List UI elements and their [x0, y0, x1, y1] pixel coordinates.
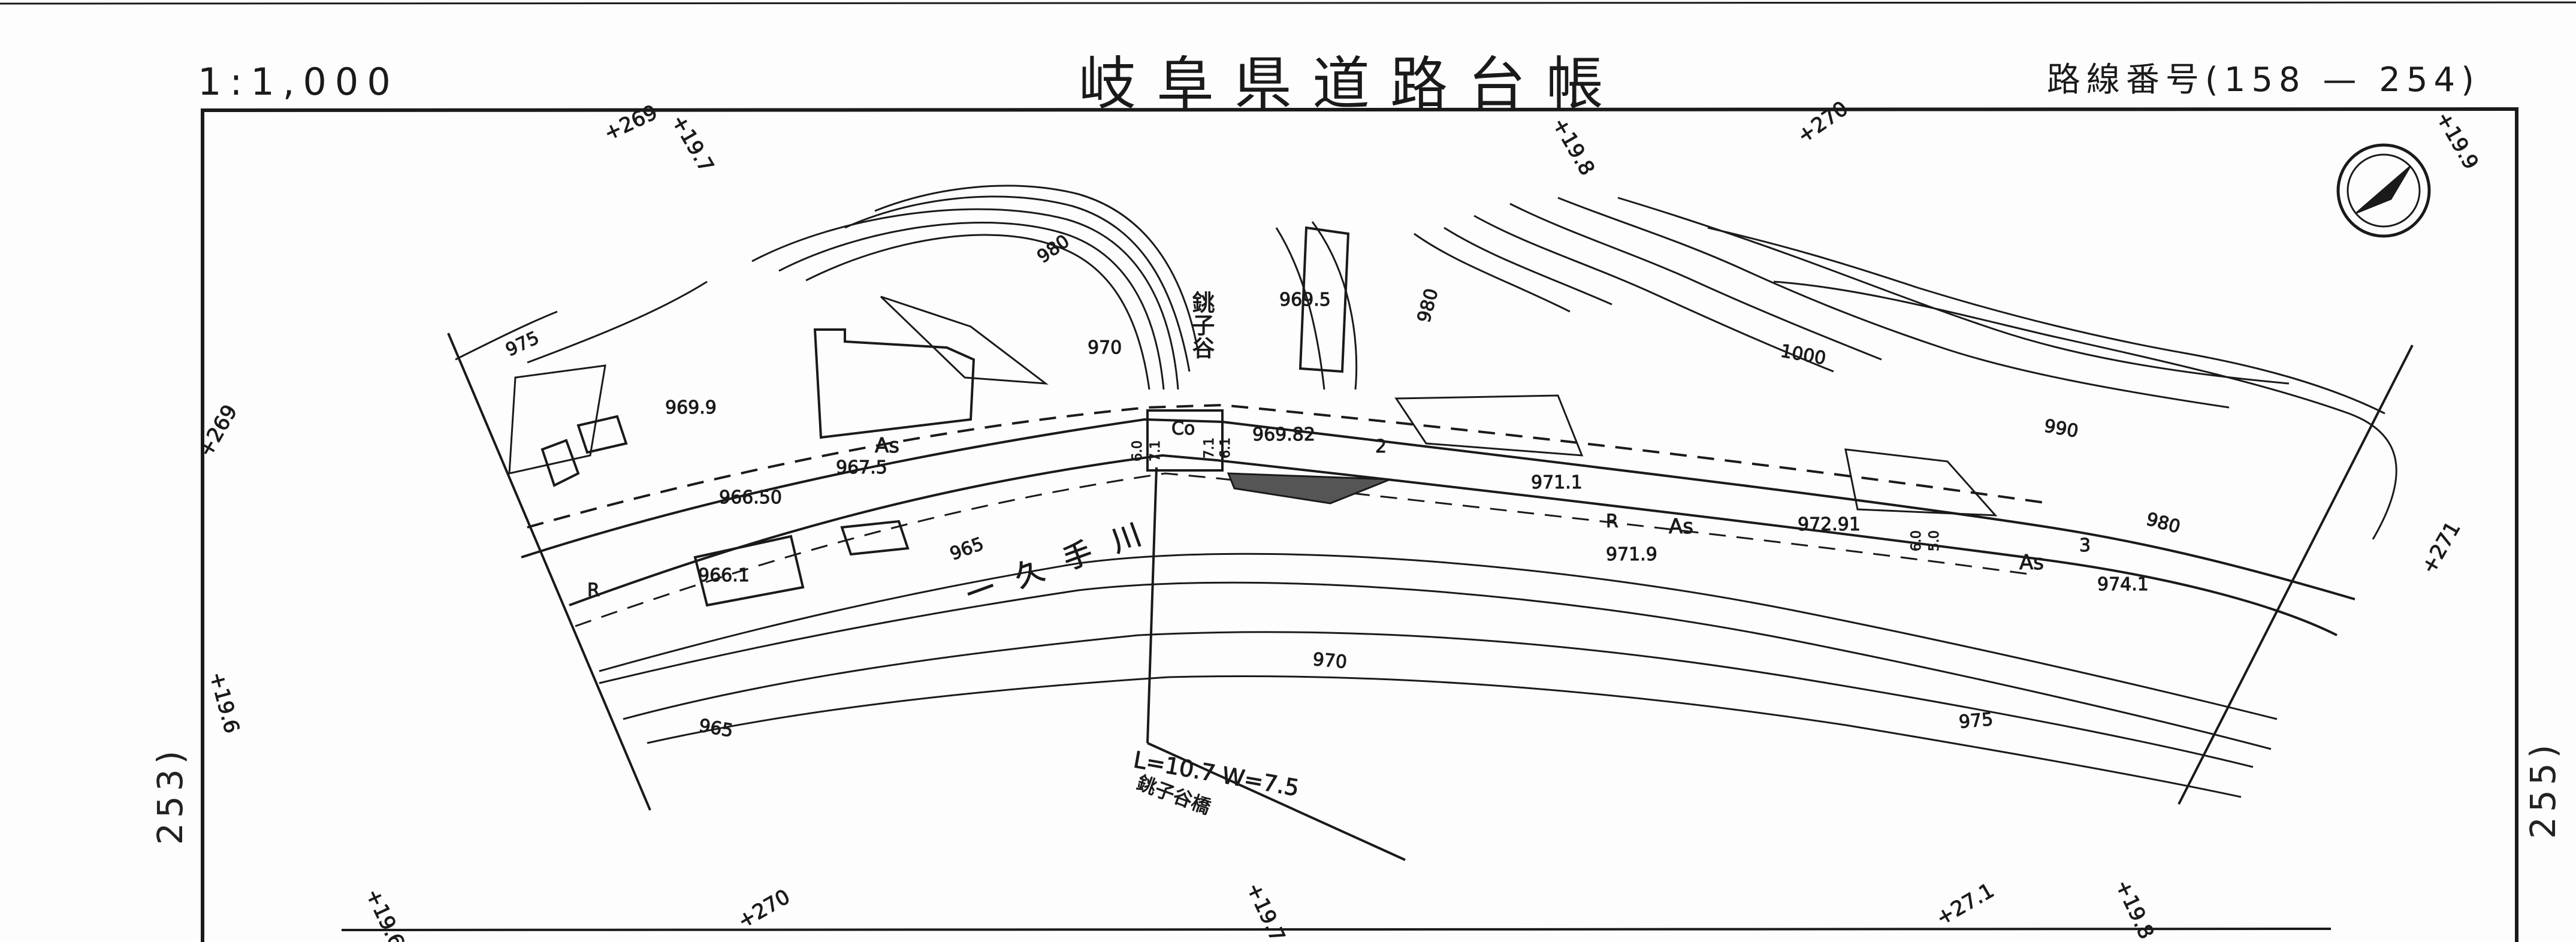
road-number: 3: [2079, 535, 2091, 556]
road-number: 7.1: [1202, 437, 1217, 458]
top-rule: [0, 1, 2576, 5]
spot-height: 969.9: [665, 397, 717, 418]
station-label: +27.1: [1932, 878, 1998, 931]
station-label: +19.8: [1547, 114, 1599, 180]
station-label: +270: [734, 884, 795, 933]
bridge-structure: [1146, 409, 1406, 861]
spot-height: 971.9: [1606, 544, 1657, 565]
contour-label: 980: [1414, 286, 1443, 325]
valley-name: 銚子谷: [1188, 291, 1215, 359]
station-label: +19.8: [2110, 876, 2158, 942]
station-label: +19.6: [361, 885, 409, 942]
contour-label: 980: [1034, 231, 1074, 268]
spot-height: 967.5: [836, 457, 887, 478]
station-label: +271: [2417, 518, 2465, 578]
contour-label: 975: [1958, 709, 1994, 733]
road-number: 6.0: [1909, 530, 1924, 551]
road-number: 2: [1375, 436, 1387, 457]
station-label: +270: [1793, 96, 1852, 148]
map-frame: [201, 107, 2518, 942]
contour-label: 990: [2043, 415, 2080, 442]
spot-heights: 969.9 967.5 966.50 966.1 969.5 969.82 97…: [665, 289, 2149, 596]
road-surface-label: As: [2019, 551, 2044, 575]
contour-label: 1000: [1779, 340, 1828, 369]
station-label: +269: [600, 100, 662, 146]
spot-height: 966.50: [719, 487, 782, 508]
station-label: +19.7: [1242, 879, 1289, 942]
survey-limit-left: [447, 333, 651, 811]
spot-height: 969.82: [1252, 424, 1315, 445]
road-number: 6.1: [1218, 437, 1233, 458]
station-label: +19.7: [666, 111, 718, 177]
sheet-title: 岐阜県道路台帳: [1079, 50, 1624, 117]
bridge-surface-label: Co: [1171, 418, 1195, 439]
river-channel: [599, 552, 2278, 798]
station-label: +19.6: [204, 669, 244, 736]
hatched-areas: [508, 295, 1998, 517]
river-name: 一久手川: [962, 510, 1167, 612]
spot-height: 974.1: [2097, 574, 2149, 595]
contour-label: 970: [1312, 649, 1348, 673]
road-corridor: [521, 403, 2355, 636]
route-number: 路線番号(158 — 254): [2046, 61, 2480, 99]
buildings: [540, 226, 1350, 607]
spot-height: 972.91: [1798, 514, 1861, 535]
spot-height: 966.1: [698, 565, 750, 586]
contour-lines-north: [455, 185, 2397, 540]
road-surface-label: As: [875, 434, 899, 458]
road-labels: As As As Co R R 2 3 6.0 7.1 7.1 6.1 6.0 …: [587, 418, 2091, 602]
survey-limit-right: [2178, 345, 2414, 805]
road-edge-label: R: [587, 580, 600, 601]
road-number: 5.0: [1927, 530, 1942, 551]
contour-label: 970: [1088, 337, 1122, 358]
contour-label: 980: [2144, 509, 2182, 538]
contour-label: 965: [947, 533, 987, 564]
spot-height: 971.1: [1531, 472, 1583, 493]
station-label: +19.9: [2431, 108, 2483, 174]
station-ticks: +269 +19.7 +19.8 +270 +19.9 +269 +19.6 +…: [194, 96, 2484, 942]
road-number: 6.0: [1130, 440, 1145, 461]
road-number: 7.1: [1148, 440, 1163, 461]
spot-height: 969.5: [1279, 289, 1331, 310]
bottom-rule: [341, 928, 2332, 931]
map-scale: 1:1,000: [198, 60, 399, 104]
contour-label: 965: [697, 715, 735, 741]
north-arrow-icon: [2336, 143, 2431, 238]
road-edge-label: R: [1606, 511, 1618, 532]
road-surface-label: As: [1669, 515, 1693, 539]
